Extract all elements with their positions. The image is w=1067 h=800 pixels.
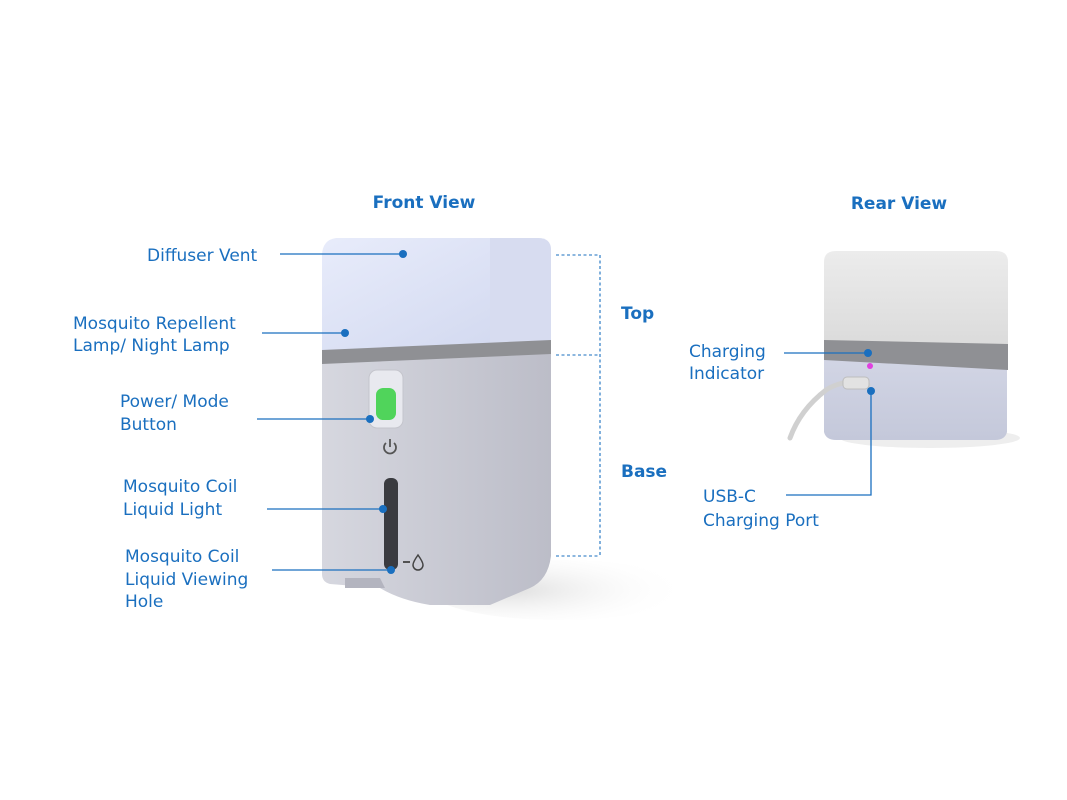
droplet-icon — [403, 553, 424, 571]
rear-device-illustration — [787, 251, 1020, 448]
label-lamp-line2: Lamp/ Night Lamp — [73, 336, 230, 356]
rear-device-lamp — [824, 251, 1008, 350]
label-usb-line2: Charging Port — [703, 511, 819, 531]
label-liquid-light-line2: Liquid Light — [123, 500, 222, 520]
label-diffuser-vent: Diffuser Vent — [147, 246, 258, 266]
marker-lamp — [341, 329, 349, 337]
power-led — [376, 388, 396, 420]
front-device-illustration — [322, 238, 551, 605]
label-usb-line1: USB-C — [703, 487, 756, 507]
rear-device-band — [824, 340, 1008, 370]
front-device-base — [322, 345, 551, 605]
label-power-line1: Power/ Mode — [120, 392, 229, 412]
front-lamp-side — [490, 238, 551, 350]
label-charging-indicator-line1: Charging — [689, 342, 766, 362]
label-power-line2: Button — [120, 415, 177, 435]
rear-view-heading: Rear View — [851, 194, 948, 214]
label-lamp-line1: Mosquito Repellent — [73, 314, 236, 334]
usb-plug — [842, 376, 870, 390]
charging-led — [867, 363, 873, 369]
label-viewing-hole-line2: Liquid Viewing — [125, 570, 248, 590]
marker-liquid-light — [379, 505, 387, 513]
marker-diffuser-vent — [399, 250, 407, 258]
marker-viewing-hole — [387, 566, 395, 574]
front-view-heading: Front View — [373, 193, 476, 213]
section-bracket — [556, 254, 601, 557]
callout-usb — [786, 391, 872, 496]
label-viewing-hole-line1: Mosquito Coil — [125, 547, 239, 567]
section-base-label: Base — [621, 462, 667, 482]
marker-charging-indicator — [864, 349, 872, 357]
power-icon — [383, 439, 397, 455]
label-viewing-hole-line3: Hole — [125, 592, 163, 612]
marker-usb — [867, 387, 875, 395]
front-device-foot — [345, 578, 385, 588]
liquid-viewing-window — [384, 478, 398, 570]
section-top-label: Top — [621, 304, 654, 324]
label-charging-indicator-line2: Indicator — [689, 364, 764, 384]
front-device-band — [322, 340, 551, 364]
marker-power — [366, 415, 374, 423]
label-liquid-light-line1: Mosquito Coil — [123, 477, 237, 497]
